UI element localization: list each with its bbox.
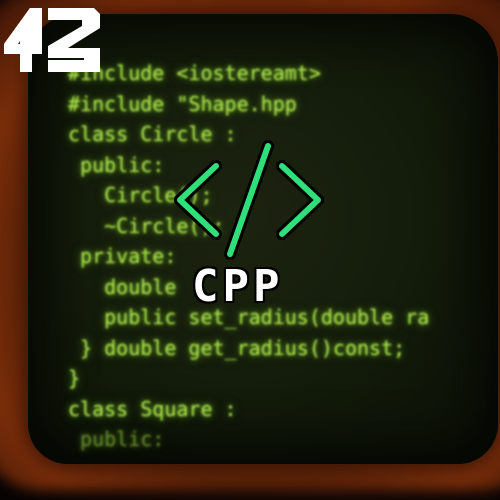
code-line: class Square :	[68, 396, 237, 421]
code-line: public:	[68, 152, 165, 177]
code-line: public set_radius(double ra	[68, 305, 430, 329]
code-line: #include <iostereamt>	[68, 61, 321, 85]
code-line: #include "Shape.hpp	[68, 91, 297, 116]
code-line: } double get_radius()const;	[68, 335, 406, 360]
code-brackets-icon	[174, 140, 324, 260]
code-listing: #include <iostereamt> #include "Shape.hpp…	[68, 58, 429, 455]
code-line: }	[68, 366, 81, 390]
crt-screen: #include <iostereamt> #include "Shape.hpp…	[28, 14, 498, 464]
code-line: private:	[68, 244, 177, 268]
code-line: public:	[68, 427, 165, 451]
code-line: class Circle :	[68, 122, 237, 146]
code-line: double	[68, 274, 177, 299]
cpp-label: CPP	[192, 261, 284, 312]
logo-42	[4, 8, 100, 72]
